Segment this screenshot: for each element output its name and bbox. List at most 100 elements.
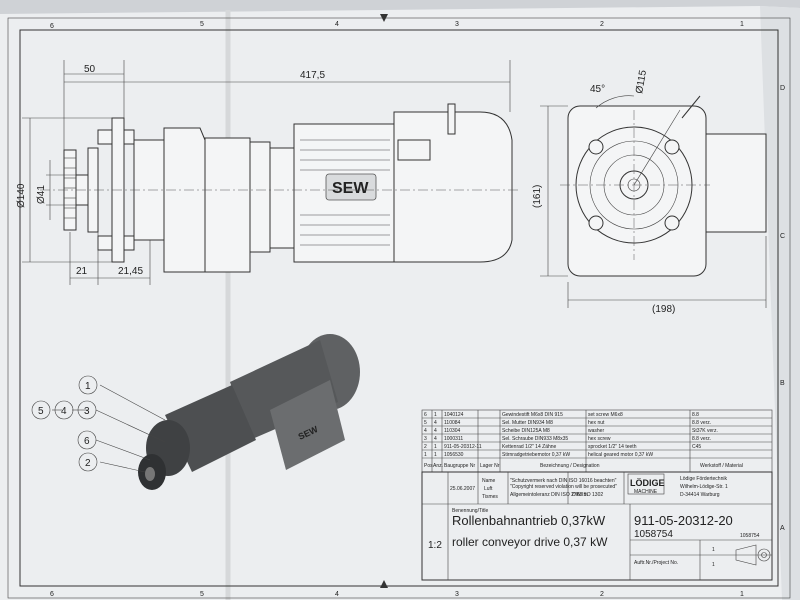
- zone-label: D: [780, 85, 785, 92]
- part-name-de: Kettenrad 1/2" 14 Zähne: [502, 444, 557, 450]
- zone-label: B: [780, 380, 785, 387]
- part-name-en: sprocket 1/2" 14 teeth: [588, 444, 637, 450]
- callout-label: 3: [84, 406, 90, 417]
- part-art: 1056530: [444, 452, 464, 458]
- iso-terminal-box: [270, 380, 345, 470]
- header-cell: Baugruppe Nr: [444, 463, 475, 469]
- article-number-right: 1058754: [740, 533, 760, 539]
- front-view: 45° Ø115 (161) (198): [532, 69, 767, 315]
- part-material: 8.8 verz.: [692, 436, 711, 442]
- sew-badge-plate: [325, 173, 377, 201]
- dimension-lines: [22, 60, 511, 285]
- lifting-eye-front: [681, 95, 701, 119]
- part-material: C45: [692, 444, 701, 450]
- outer-frame: [7, 17, 791, 599]
- dim-bolt-circle: Ø115: [634, 69, 649, 95]
- part-qty: 1: [434, 452, 437, 458]
- zone-label: 6: [50, 591, 54, 598]
- company-logo: LÖDIGE: [630, 478, 665, 488]
- zone-label: 3: [455, 591, 459, 598]
- dim-shaft-offset: 21: [76, 266, 88, 277]
- drawing-scale: 1:2: [428, 540, 442, 551]
- part-name-de: Sel. Mutter DIN934 M8: [502, 420, 553, 426]
- part-art: 1040124: [444, 412, 464, 418]
- part-name-de: Stirnradgetriebemotor 0,37 kW: [502, 452, 570, 458]
- callout-label: 2: [85, 458, 91, 469]
- header-cell: Bezeichnung / Designation: [540, 463, 600, 469]
- part-material: 8.8 verz.: [692, 420, 711, 426]
- sheet-number: 1: [712, 547, 715, 553]
- zone-labels-bottom: 6 5 4 3 2 1: [50, 591, 744, 598]
- lifting-eye: [447, 103, 456, 135]
- part-pos: 3: [424, 436, 427, 442]
- zone-label: C: [780, 233, 785, 240]
- terminal-box: [397, 139, 431, 161]
- protection-note: "Schutzvermerk nach DIN ISO 16016 beacht…: [510, 478, 617, 484]
- callout-bubble: [77, 400, 97, 420]
- zone-label: 5: [200, 21, 204, 28]
- centering-mark-icon: [380, 14, 388, 22]
- title-block: Name 25.06.2007 Luft Tismes "Schutzverme…: [421, 471, 773, 581]
- part-qty: 4: [434, 420, 437, 426]
- part-pos: 6: [424, 412, 427, 418]
- part-qty: 1: [434, 412, 437, 418]
- header-cell: Anz.: [433, 463, 443, 469]
- part-material: 8.8: [692, 412, 699, 418]
- zone-labels-right: D C B A: [780, 85, 785, 532]
- part-material: St37K verz.: [692, 428, 718, 434]
- sew-badge: SEW: [332, 180, 369, 197]
- header-cell: Werkstoff / Material: [700, 463, 743, 469]
- company-logo-sub: MACHINE: [634, 489, 658, 495]
- zone-label: 3: [455, 21, 459, 28]
- project-label: Auftr.Nr./Project No.: [634, 560, 678, 566]
- company-logo-box: [627, 473, 665, 495]
- callout-label: 6: [84, 436, 90, 447]
- bolt-front: [588, 139, 604, 155]
- checked-by: Tismes: [482, 494, 498, 500]
- gearbox-housing: [163, 127, 206, 273]
- drawing-frame: [19, 29, 779, 587]
- callout-label: 5: [38, 406, 44, 417]
- zone-label: 6: [50, 23, 54, 30]
- callout-bubble: [77, 430, 97, 450]
- drawing-date: 25.06.2007: [450, 486, 475, 492]
- zone-label: A: [780, 525, 785, 532]
- motor-front: [705, 133, 767, 233]
- zone-label: 1: [740, 591, 744, 598]
- iso-sprocket-hub: [145, 467, 155, 481]
- dim-bolt-angle: 45°: [590, 84, 605, 95]
- part-name-en: helical geared motor 0,37 kW: [588, 452, 653, 458]
- company-street: Wilhelm-Lödige-Str. 1: [680, 484, 728, 490]
- part-pos: 1: [424, 452, 427, 458]
- isometric-view: SEW: [138, 334, 360, 490]
- bolt-head: [97, 129, 113, 145]
- tolerance-label: Allgemeintoleranz DIN ISO 2768 m: [510, 492, 588, 498]
- part-pos: 4: [424, 428, 427, 434]
- part-name-de: Scheibe DIN125A M8: [502, 428, 550, 434]
- dim-shaft-length: 21,45: [118, 266, 143, 277]
- motor-flange: [269, 147, 295, 249]
- iso-motor: [230, 340, 338, 440]
- drawing-title-en: roller conveyor drive 0,37 kW: [452, 535, 608, 549]
- bolt-nut: [123, 235, 135, 251]
- article-number: 1058754: [634, 529, 673, 540]
- zone-label: 2: [600, 591, 604, 598]
- dim-flange-diameter: Ø140: [16, 183, 27, 208]
- gearbox-body: [204, 137, 251, 273]
- zone-label: 5: [200, 591, 204, 598]
- part-name-de: Sel. Schraube DIN933 M8x35: [502, 436, 568, 442]
- company-name: Lödige Fördertechnik: [680, 476, 727, 482]
- motor-ribs: [300, 139, 390, 246]
- callout-label: 4: [61, 406, 67, 417]
- part-name-en: washer: [588, 428, 604, 434]
- part-art: 110304: [444, 428, 461, 434]
- part-name-en: set screw M6x8: [588, 412, 623, 418]
- sprocket-teeth: [64, 157, 76, 219]
- bolt-front: [664, 139, 680, 155]
- callouts: 1 2 3 4 5 6: [31, 375, 166, 473]
- zone-label: 4: [335, 591, 339, 598]
- part-name-en: hex nut: [588, 420, 605, 426]
- bolt-front: [588, 215, 604, 231]
- bolt-head: [97, 235, 113, 251]
